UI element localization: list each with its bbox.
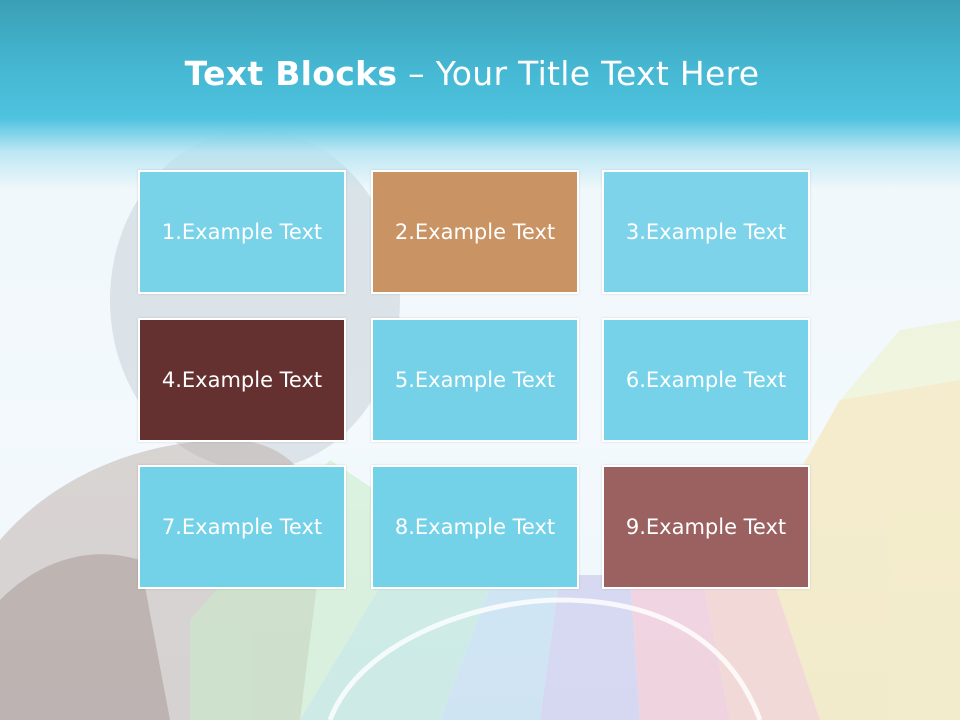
text-block-6[interactable]: 6.Example Text xyxy=(602,318,810,442)
text-block-5[interactable]: 5.Example Text xyxy=(371,318,579,442)
text-block-label: 4.Example Text xyxy=(161,368,323,392)
title-bold-part: Text Blocks xyxy=(184,54,398,93)
text-block-4[interactable]: 4.Example Text xyxy=(138,318,346,442)
text-block-label: 3.Example Text xyxy=(625,220,787,244)
slide-title: Text Blocks – Your Title Text Here xyxy=(0,50,944,98)
slide-header-band xyxy=(0,0,960,190)
text-block-2[interactable]: 2.Example Text xyxy=(371,170,579,294)
text-block-7[interactable]: 7.Example Text xyxy=(138,465,346,589)
text-block-label: 5.Example Text xyxy=(394,368,556,392)
text-block-9[interactable]: 9.Example Text xyxy=(602,465,810,589)
title-dash: – xyxy=(397,54,436,93)
text-block-label: 1.Example Text xyxy=(161,220,323,244)
text-block-label: 2.Example Text xyxy=(394,220,556,244)
text-blocks-grid: 1.Example Text 2.Example Text 3.Example … xyxy=(138,170,815,593)
text-block-1[interactable]: 1.Example Text xyxy=(138,170,346,294)
text-block-3[interactable]: 3.Example Text xyxy=(602,170,810,294)
title-rest: Your Title Text Here xyxy=(435,54,760,93)
text-block-label: 7.Example Text xyxy=(161,515,323,539)
text-block-label: 6.Example Text xyxy=(625,368,787,392)
text-block-label: 8.Example Text xyxy=(394,515,556,539)
text-block-label: 9.Example Text xyxy=(625,515,787,539)
text-block-8[interactable]: 8.Example Text xyxy=(371,465,579,589)
